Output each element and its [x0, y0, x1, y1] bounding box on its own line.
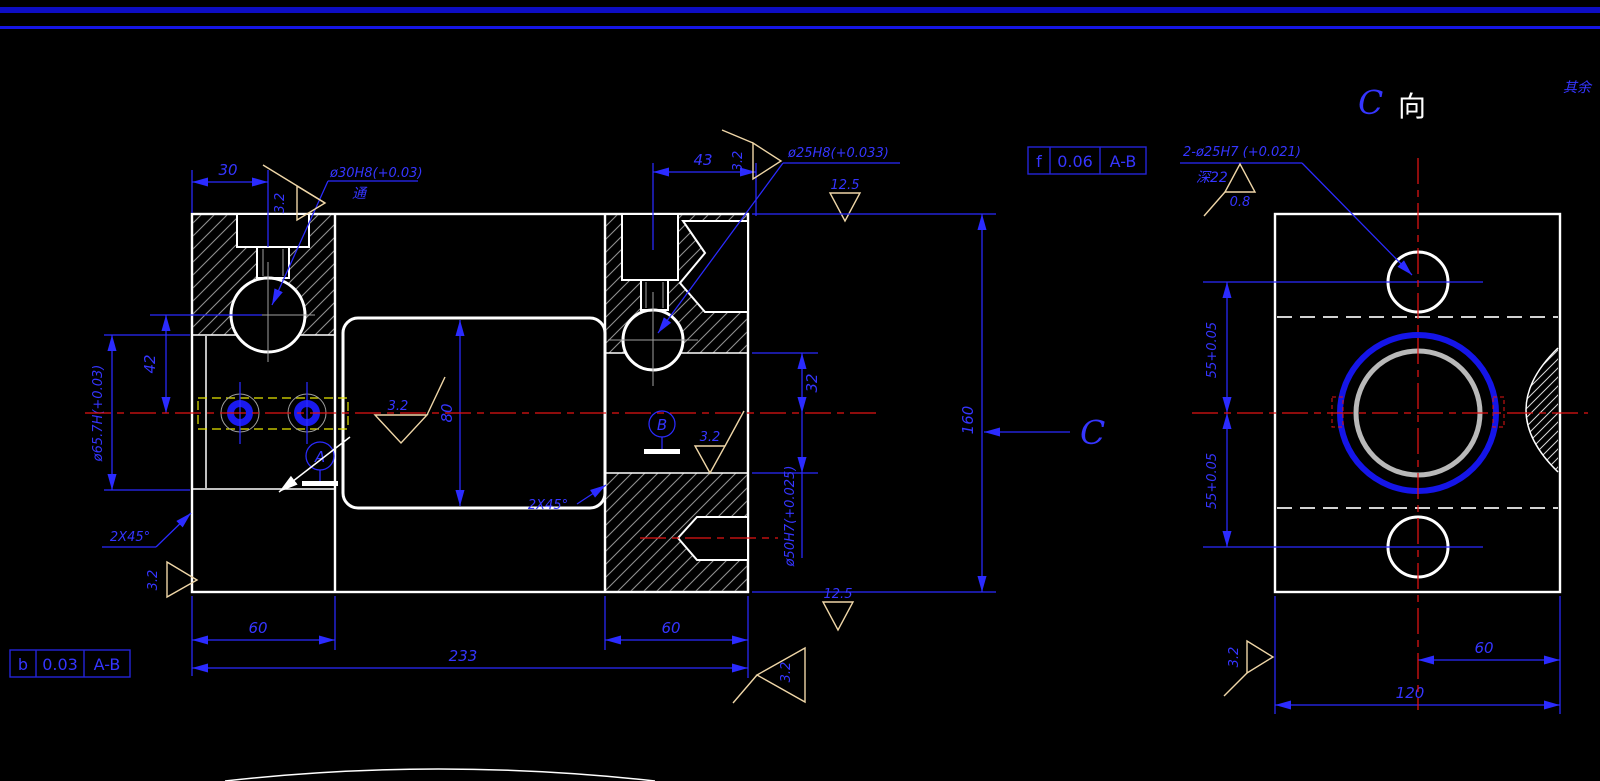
c-direction-view [1203, 212, 1562, 594]
partial-view-bottom [224, 768, 656, 781]
fcf-top: f 0.06 A-B [1027, 146, 1147, 175]
roughness-symbol-bore [373, 414, 429, 445]
c-view-title-word: 向 [1398, 90, 1426, 123]
roughness-symbol-25 [752, 141, 783, 181]
roughness-bore: 3.2 [388, 399, 409, 414]
dim-60-left: 60 [248, 619, 267, 637]
datum-a: A [278, 436, 351, 493]
roughness-30: 3.2 [273, 193, 288, 214]
dim-50: ø50H7(+0.025) [783, 466, 798, 568]
fcf-top-datums: A-B [1110, 152, 1137, 171]
counterbore-right [621, 213, 679, 281]
dim-30: 30 [218, 161, 237, 179]
fcf-bottom: b 0.03 A-B [9, 649, 131, 678]
roughness-b: 3.2 [700, 430, 721, 445]
roughness-br: 3.2 [779, 662, 794, 683]
sheet-frame-border [0, 7, 1600, 29]
dim-160: 160 [959, 406, 977, 435]
keyway-mark-right [1492, 396, 1505, 428]
roughness-125-bottom: 12.5 [824, 587, 853, 602]
c-view-holes-label: 2-ø25H7 (+0.021) [1183, 145, 1301, 160]
fcf-top-tolerance: 0.06 [1057, 152, 1093, 171]
dim-c-120: 120 [1396, 684, 1425, 702]
dim-c-60: 60 [1474, 639, 1493, 657]
slot-left [256, 246, 290, 279]
datum-b: B [644, 410, 680, 454]
hole-30-note: 通 [352, 186, 368, 202]
dim-55-bottom: 55+0.05 [1205, 453, 1220, 509]
chamfer-bore-label: 2X45° [528, 498, 568, 513]
dim-233: 233 [449, 647, 478, 665]
roughness-symbol-b [693, 445, 727, 475]
roughness-c-bl: 3.2 [1227, 647, 1242, 668]
body-outline [190, 212, 750, 594]
hole-25-label: ø25H8(+0.033) [787, 146, 889, 161]
central-bore [341, 316, 607, 510]
keyway-mark-left [1331, 396, 1344, 428]
roughness-symbol-c-bl [1246, 639, 1275, 675]
fcf-top-symbol: f [1036, 152, 1042, 171]
datum-a-label: A [314, 448, 325, 466]
main-view-dimensions: 30 ø30H8(+0.03) 通 3.2 43 ø25H8(+0.033) 3… [91, 129, 1105, 704]
centerlines [85, 158, 1588, 710]
roughness-08: 0.8 [1230, 195, 1251, 210]
slot-right [640, 279, 669, 311]
corner-note: 其余 [1563, 80, 1593, 96]
fcf-bottom-datums: A-B [94, 655, 121, 674]
chamfer-left-label: 2X45° [110, 530, 150, 545]
roughness-125-top: 12.5 [831, 178, 860, 193]
hole-30-label: ø30H8(+0.03) [329, 166, 423, 181]
port-cavity-lower [676, 516, 749, 561]
fcf-bottom-tolerance: 0.03 [42, 655, 78, 674]
main-section-view: A B [190, 212, 778, 594]
view-c-arrow-letter: C [1080, 413, 1105, 452]
c-view-holes-depth: 深22 [1196, 170, 1228, 186]
datum-b-label: B [657, 416, 667, 434]
roughness-symbol-left [166, 560, 199, 599]
dim-43: 43 [693, 151, 712, 169]
dim-60-right: 60 [661, 619, 680, 637]
fcf-bottom-symbol: b [18, 655, 28, 674]
port-cavity-upper [678, 220, 749, 313]
roughness-symbol-125-bottom [821, 601, 855, 632]
dim-32: 32 [803, 373, 821, 392]
dim-42: 42 [141, 354, 159, 373]
roughness-25: 3.2 [731, 151, 746, 172]
breakout-boundary [1525, 347, 1559, 473]
c-view-title-letter: C [1358, 83, 1383, 122]
dim-55-top: 55+0.05 [1205, 322, 1220, 378]
roughness-symbol-br [755, 646, 806, 704]
phantom-outline [197, 397, 349, 430]
roughness-left: 3.2 [146, 570, 161, 591]
roughness-symbol-125-top [828, 192, 862, 223]
roughness-symbol-08 [1223, 162, 1257, 193]
